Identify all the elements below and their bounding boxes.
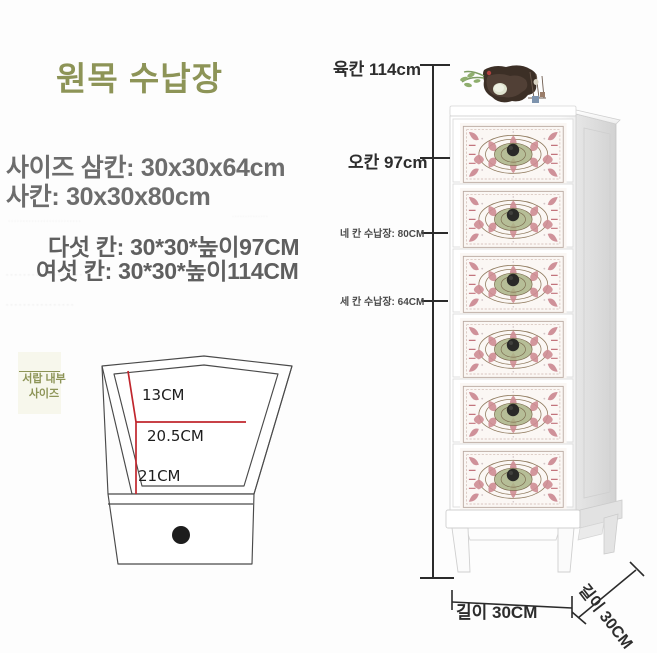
driftwood-ornament bbox=[460, 65, 546, 103]
cabinet-base bbox=[445, 499, 623, 573]
drawer-6 bbox=[452, 443, 574, 512]
drawer-knob bbox=[506, 338, 520, 352]
drawer-2 bbox=[452, 183, 574, 252]
size-spec-five-drawer: 다섯 칸: 30*30*높이97CM bbox=[48, 234, 300, 260]
drawer-4 bbox=[452, 313, 574, 382]
drawer-interior-diagram bbox=[101, 355, 293, 565]
drawer-knob bbox=[172, 526, 190, 544]
leg-front-right bbox=[557, 527, 575, 573]
leg-back-right bbox=[603, 513, 619, 555]
size-spec-six-drawer: 여섯 칸: 30*30*높이114CM bbox=[36, 258, 299, 284]
chip-underline bbox=[19, 371, 60, 372]
cabinet-illustration bbox=[445, 65, 623, 573]
drawer-interior-chip-bg bbox=[18, 352, 61, 414]
label-height-64: 세 칸 수납장: 64CM bbox=[340, 297, 425, 308]
size-spec-three-drawer: 사이즈 삼칸: 30x30x64cm bbox=[6, 154, 286, 182]
label-width-30cm: 길이 30CM bbox=[456, 603, 538, 622]
label-height-97: 오칸 97cm bbox=[348, 153, 428, 172]
measure-20-5cm: 20.5CM bbox=[147, 427, 204, 445]
tick-97cm bbox=[420, 157, 450, 159]
measure-13cm: 13CM bbox=[142, 386, 185, 404]
watermark-text: ------------------ bbox=[6, 272, 84, 279]
drawer-5 bbox=[452, 378, 574, 447]
page-title: 원목 수납장 bbox=[56, 60, 223, 97]
drawer-1 bbox=[452, 118, 574, 187]
height-measure-line bbox=[432, 65, 434, 579]
drawer-knob bbox=[506, 143, 520, 157]
watermark-text: ·············· bbox=[232, 214, 269, 220]
drawer-knob bbox=[506, 468, 520, 482]
label-height-80: 네 칸 수납장: 80CM bbox=[340, 229, 425, 240]
drawer-knob bbox=[506, 208, 520, 222]
watermark-text: ························· bbox=[8, 218, 82, 225]
chip-label-line1: 서랍 내부 bbox=[22, 373, 66, 385]
drawer-knob bbox=[506, 273, 520, 287]
tick-floor bbox=[420, 577, 454, 579]
drawer-3 bbox=[452, 248, 574, 317]
size-spec-four-drawer: 사칸: 30x30x80cm bbox=[6, 183, 211, 211]
chip-label-line2: 사이즈 bbox=[28, 388, 60, 400]
tick-80cm bbox=[422, 232, 448, 234]
measure-21cm: 21CM bbox=[138, 467, 181, 485]
image-canvas: ························· ········· ····… bbox=[6, 60, 645, 653]
drawer-stack bbox=[452, 118, 574, 512]
watermark-text: ---------------- bbox=[6, 302, 76, 309]
label-height-114: 육칸 114cm bbox=[333, 60, 421, 79]
leg-front-left bbox=[451, 527, 471, 573]
tick-64cm bbox=[422, 300, 448, 302]
drawer-interior-label: 서랍 내부 사이즈 bbox=[18, 372, 70, 402]
drawer-knob bbox=[506, 403, 520, 417]
bottom-measure-group bbox=[451, 561, 645, 625]
watermark-text: ········· bbox=[236, 160, 260, 166]
tick-114cm bbox=[420, 64, 450, 66]
